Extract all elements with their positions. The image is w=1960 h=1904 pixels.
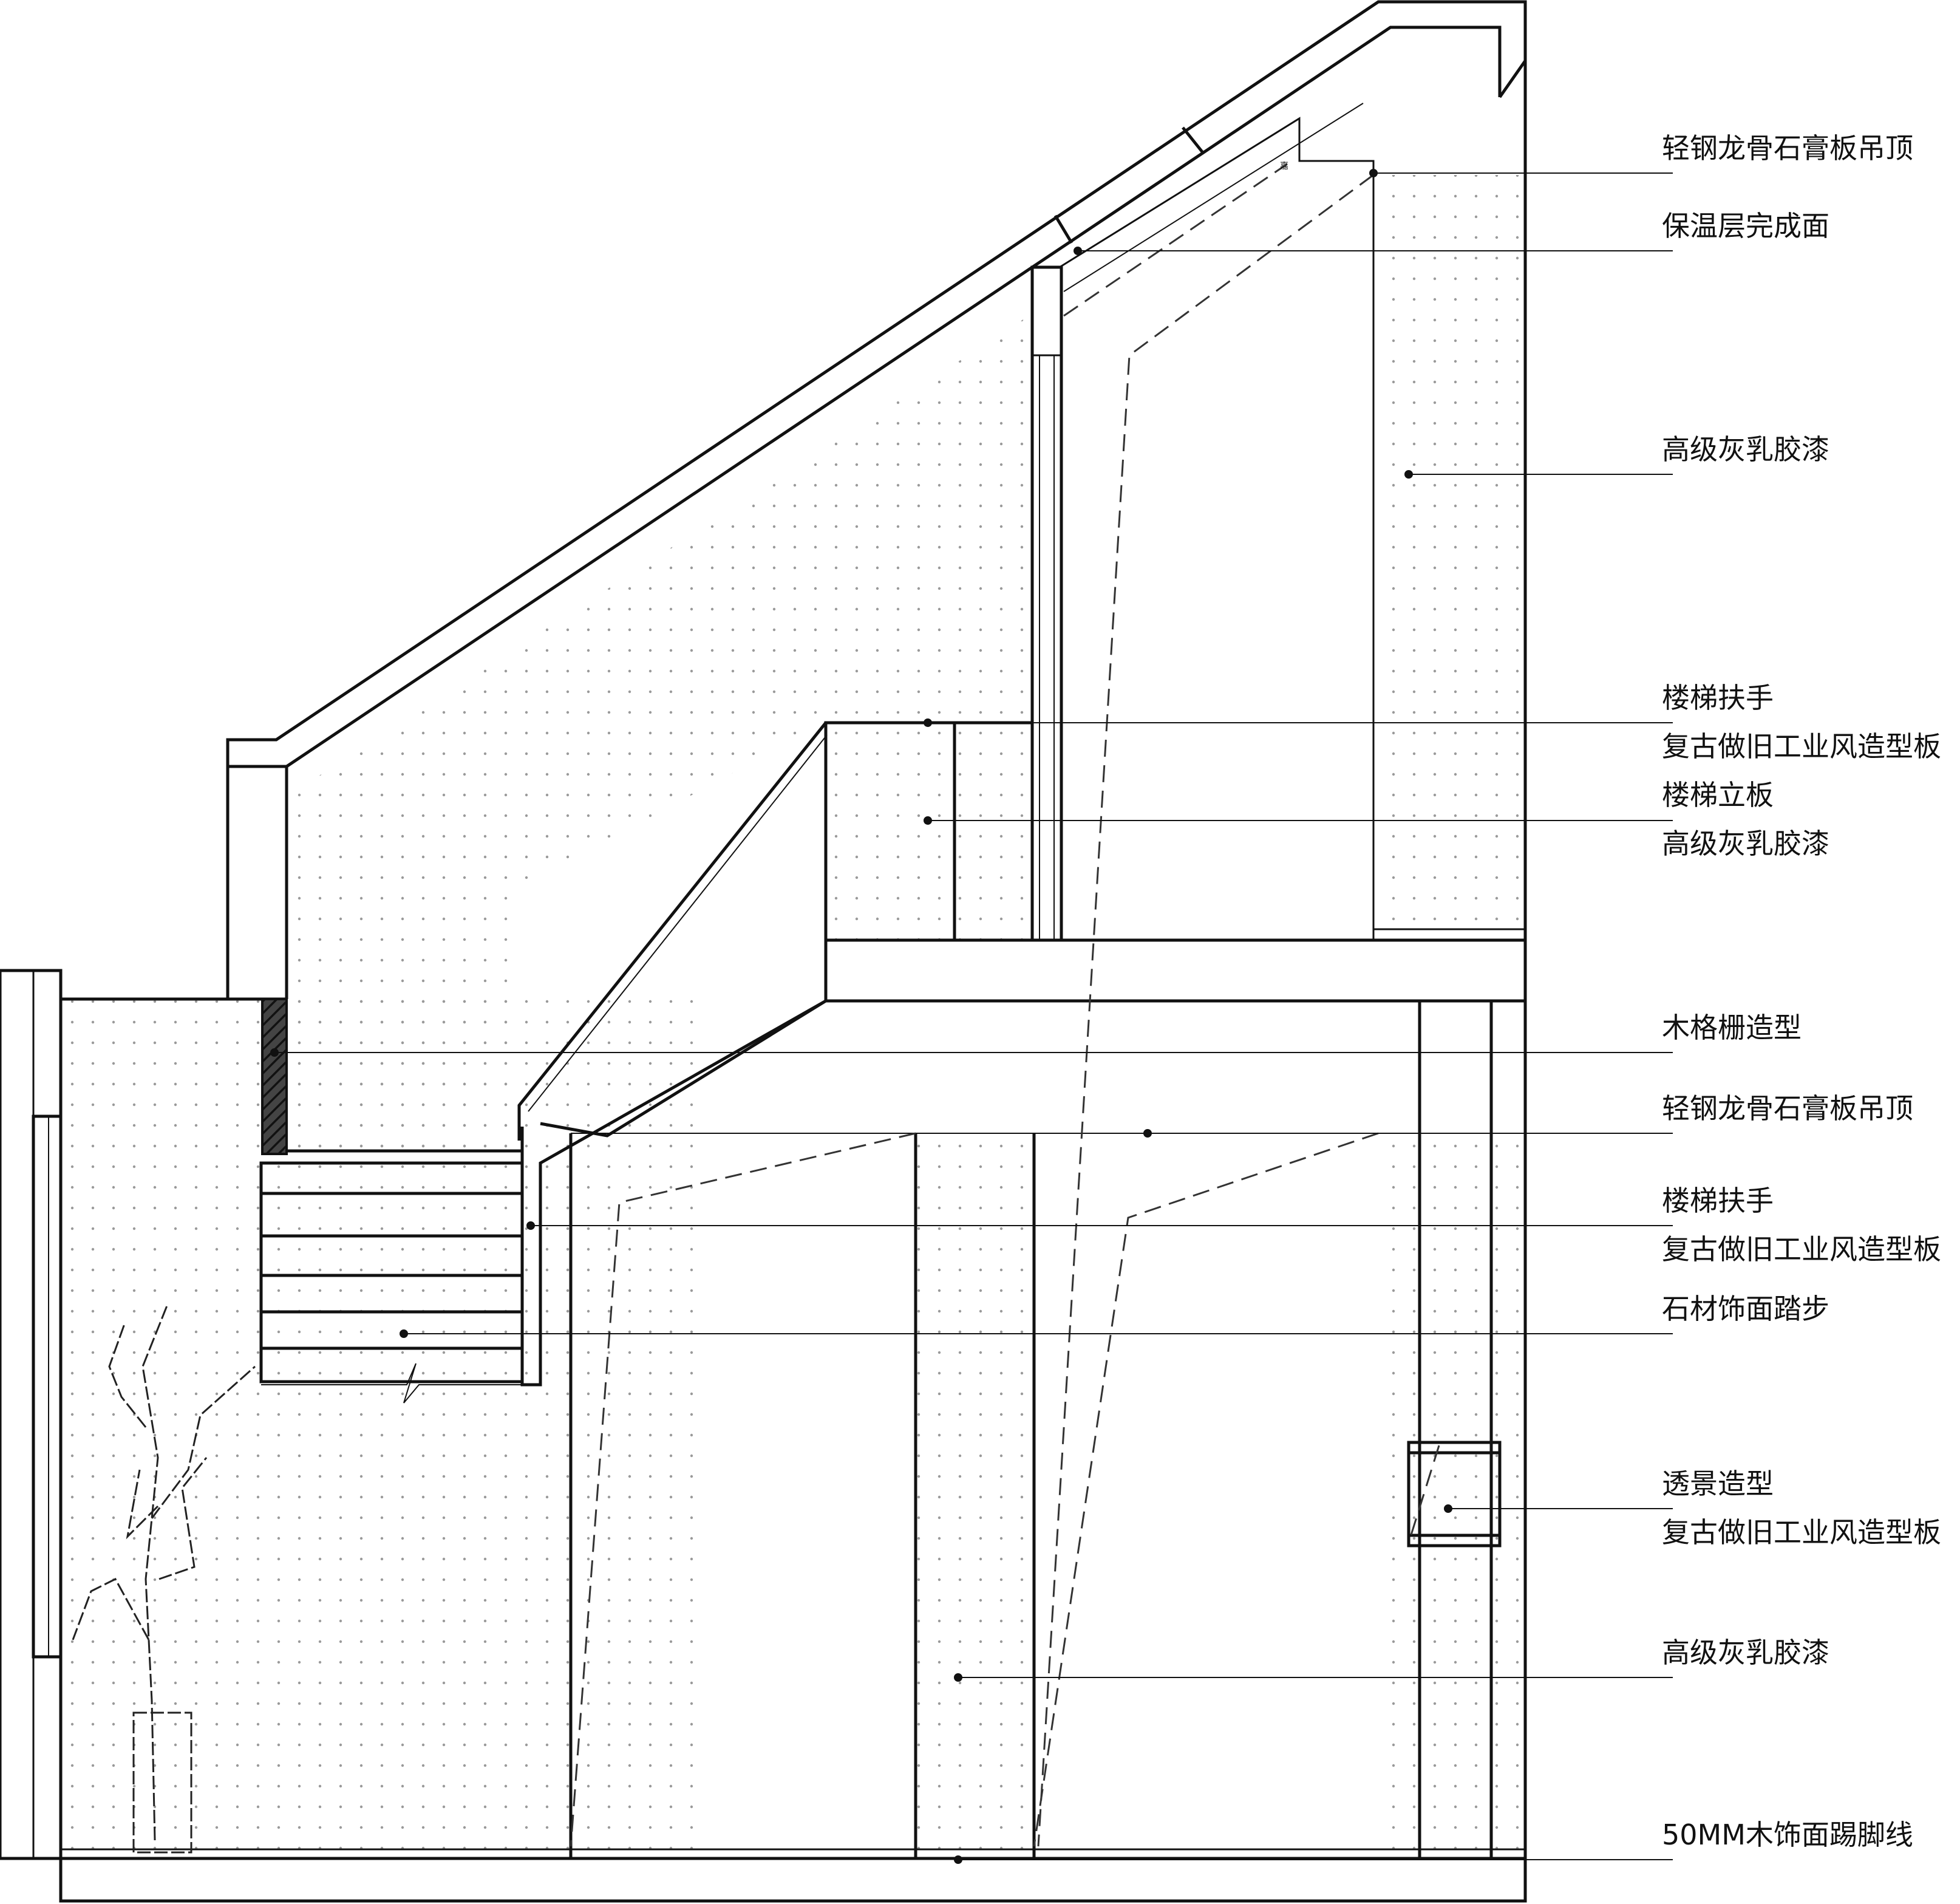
label-ann-11-line1: 高级灰乳胶漆 bbox=[1662, 1636, 1829, 1669]
attic-ceiling-slope bbox=[1063, 103, 1364, 292]
attic-ceiling-line bbox=[1059, 117, 1375, 940]
leader-lines bbox=[270, 169, 1673, 1864]
left-wall-fill bbox=[61, 999, 696, 1858]
window-frame bbox=[32, 1114, 63, 1659]
ceiling-mark: 嘉 bbox=[1280, 162, 1288, 171]
label-ann-05-line2: 高级灰乳胶漆 bbox=[1662, 827, 1829, 860]
label-ann-08-line1: 楼梯扶手 bbox=[1662, 1184, 1774, 1217]
upper-handrail-inner bbox=[528, 734, 828, 1112]
label-ann-05-line1: 楼梯立板 bbox=[1662, 779, 1774, 811]
decor-plant bbox=[72, 1305, 256, 1854]
roof-skylight-break-1 bbox=[1053, 214, 1074, 244]
label-ann-08-line2: 复古做旧工业风造型板 bbox=[1662, 1233, 1941, 1266]
ground-floor-slab bbox=[59, 1857, 1527, 1903]
label-ann-04-line1: 楼梯扶手 bbox=[1662, 681, 1774, 714]
stone-treads bbox=[259, 1149, 524, 1384]
upper-floor-slab bbox=[824, 938, 1527, 1003]
attic-wall-fill bbox=[1373, 175, 1525, 928]
roof-outer-line bbox=[226, 0, 1527, 999]
upper-post bbox=[1030, 265, 1063, 942]
label-ann-02-line1: 保温层完成面 bbox=[1662, 210, 1829, 242]
stair-stringer-underside bbox=[540, 999, 827, 1138]
roof-ridge-end bbox=[1498, 60, 1527, 98]
label-ann-09-line1: 石材饰面踏步 bbox=[1662, 1292, 1829, 1325]
wood-grille bbox=[261, 998, 288, 1155]
label-ann-06-line1: 木格栅造型 bbox=[1662, 1011, 1802, 1044]
roof-skylight-break-2 bbox=[1182, 126, 1203, 153]
left-wall bbox=[0, 969, 63, 1860]
label-ann-07-line1: 轻钢龙骨石膏板吊顶 bbox=[1662, 1092, 1913, 1125]
label-ann-10-line2: 复古做旧工业风造型板 bbox=[1662, 1516, 1941, 1549]
column-fill-2 bbox=[1380, 1133, 1525, 1858]
label-ann-10-line1: 透景造型 bbox=[1662, 1467, 1774, 1500]
label-ann-12-line1: 50MM木饰面踢脚线 bbox=[1662, 1818, 1913, 1851]
column-fill-1 bbox=[916, 1133, 1034, 1858]
view-opening bbox=[1407, 1441, 1502, 1547]
label-ann-01-line1: 轻钢龙骨石膏板吊顶 bbox=[1662, 132, 1913, 165]
break-line bbox=[261, 1363, 522, 1404]
label-ann-04-line2: 复古做旧工业风造型板 bbox=[1662, 730, 1941, 763]
annotation-labels: 轻钢龙骨石膏板吊顶 保温层完成面 高级灰乳胶漆 楼梯扶手 复古做旧工业风造型板 … bbox=[1662, 132, 1941, 1851]
dashed-perspective-lines bbox=[570, 163, 1440, 1847]
roof-inner-line bbox=[285, 26, 1502, 999]
label-ann-03-line1: 高级灰乳胶漆 bbox=[1662, 433, 1829, 466]
